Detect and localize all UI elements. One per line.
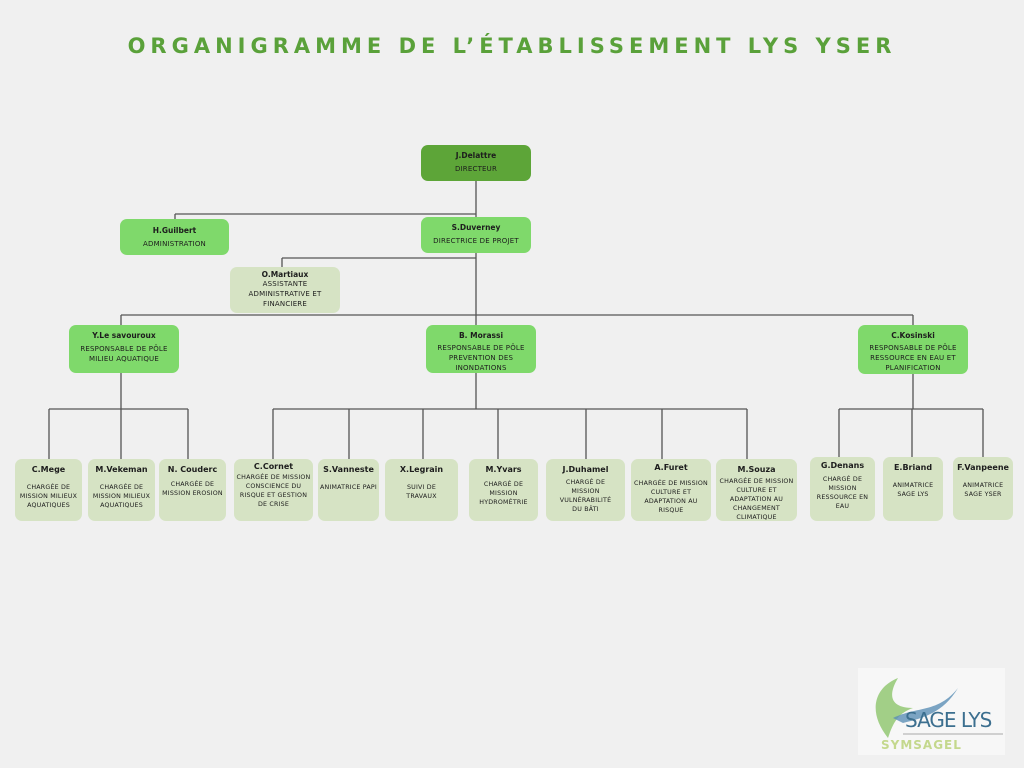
director-box: J.Delattre DIRECTEUR xyxy=(421,145,531,181)
person-name: E.Briand xyxy=(893,463,933,472)
admin-box: H.Guilbert ADMINISTRATION xyxy=(120,219,229,255)
person-role: RESPONSABLE DE PÔLE MILIEU AQUATIQUE xyxy=(80,345,168,363)
person-name: M.Vekeman xyxy=(95,465,148,474)
pole-box: Y.Le savouroux RESPONSABLE DE PÔLE MILIE… xyxy=(69,325,179,373)
person-name: C.Mege xyxy=(31,465,66,474)
person-role: ANIMATRICE PAPI xyxy=(320,484,377,491)
person-role: RESPONSABLE DE PÔLE PREVENTION DES INOND… xyxy=(437,344,525,372)
person-role: CHARGÉ DE MISSION VULNÉRABILITÉ DU BÂTI xyxy=(559,479,612,513)
person-name: O.Martiaux xyxy=(261,270,309,279)
leaf-wave-icon xyxy=(875,678,1003,738)
person-name: C.Cornet xyxy=(253,462,294,471)
assistant-box: O.Martiaux ASSISTANTE ADMINISTRATIVE ET … xyxy=(230,267,340,313)
person-role: CHARGÉE DE MISSION EROSION xyxy=(162,481,223,497)
person-name: X.Legrain xyxy=(399,465,444,474)
person-role: CHARGÉ DE MISSION RESSOURCE EN EAU xyxy=(816,476,869,510)
person-name: M.Yvars xyxy=(485,465,522,474)
logo-text: SAGE LYS xyxy=(905,708,992,732)
person-name: S.Duverney xyxy=(451,223,501,232)
person-role: ANIMATRICE SAGE YSER xyxy=(962,482,1004,498)
person-role: ANIMATRICE SAGE LYS xyxy=(892,482,934,498)
pole-box: C.Kosinski RESPONSABLE DE PÔLE RESSOURCE… xyxy=(858,325,968,374)
logo-subtext: SYMSAGEL xyxy=(881,738,962,752)
person-name: A.Furet xyxy=(654,463,688,472)
person-role: ASSISTANTE ADMINISTRATIVE ET FINANCIERE xyxy=(248,280,322,308)
person-name: B. Morassi xyxy=(458,331,504,340)
person-role: CHARGÉE DE MISSION CULTURE ET ADAPTATION… xyxy=(719,478,794,521)
sage-lys-logo: SAGE LYS SYMSAGEL xyxy=(858,668,1005,755)
person-name: N. Couderc xyxy=(167,465,218,474)
person-name: G.Denans xyxy=(820,461,865,470)
person-name: S.Vanneste xyxy=(323,465,374,474)
pole-box: B. Morassi RESPONSABLE DE PÔLE PREVENTIO… xyxy=(426,325,536,373)
person-role: DIRECTRICE DE PROJET xyxy=(433,237,519,245)
person-name: Y.Le savouroux xyxy=(92,331,156,340)
person-role: ADMINISTRATION xyxy=(142,240,206,248)
person-name: J.Delattre xyxy=(455,151,497,160)
person-name: C.Kosinski xyxy=(891,331,935,340)
person-role: SUIVI DE TRAVAUX xyxy=(406,484,437,500)
person-name: F.Vanpeene xyxy=(957,463,1009,472)
person-name: J.Duhamel xyxy=(562,465,609,474)
person-role: CHARGÉ DE MISSION HYDROMÉTRIE xyxy=(479,481,528,506)
person-name: H.Guilbert xyxy=(152,226,197,235)
person-role: CHARGÉE DE MISSION MILIEUX AQUATIQUES xyxy=(92,484,151,509)
person-role: CHARGÉE DE MISSION MILIEUX AQUATIQUES xyxy=(19,484,78,509)
person-role: DIRECTEUR xyxy=(454,165,498,173)
project-director-box: S.Duverney DIRECTRICE DE PROJET xyxy=(421,217,531,253)
person-name: M.Souza xyxy=(737,465,776,474)
person-role: CHARGÉE DE MISSION CULTURE ET ADAPTATION… xyxy=(634,480,708,514)
page-title: ORGANIGRAMME DE L’ÉTABLISSEMENT LYS YSER xyxy=(127,34,897,58)
person-role: CHARGÉE DE MISSION CONSCIENCE DU RISQUE … xyxy=(236,474,311,508)
person-role: RESPONSABLE DE PÔLE RESSOURCE EN EAU ET … xyxy=(869,344,957,372)
